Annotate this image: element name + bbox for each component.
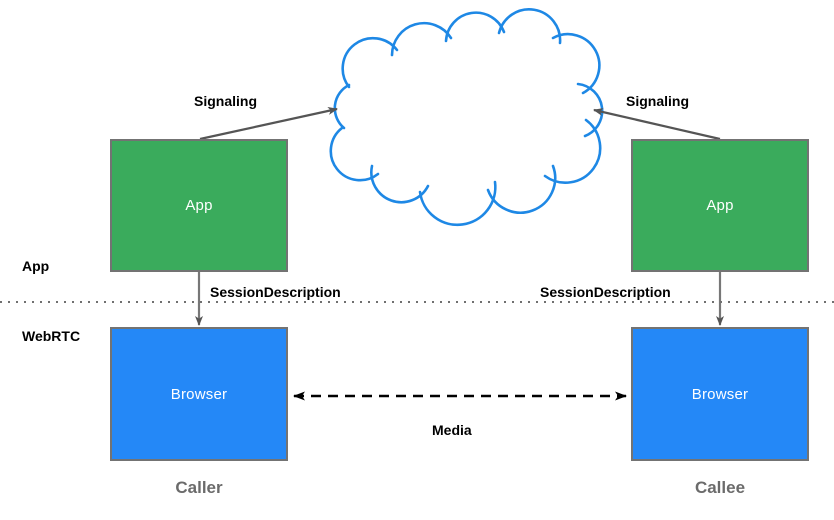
- signaling-cloud-icon: [329, 8, 604, 227]
- role-label-callee: Callee: [694, 478, 746, 497]
- node-caller-app-label: App: [185, 197, 213, 214]
- edge-label-media: Media: [432, 422, 472, 438]
- node-callee-browser[interactable]: Browser: [631, 327, 809, 461]
- edge-label-callee-sessiondescription: SessionDescription: [540, 284, 671, 300]
- layer-label-app: App: [22, 258, 50, 274]
- node-callee-app-label: App: [706, 197, 734, 214]
- caller-signaling-arrow: [199, 107, 338, 141]
- edge-label-callee-signaling: Signaling: [626, 93, 689, 109]
- role-label-caller: Caller: [175, 478, 223, 497]
- layer-label-webrtc: WebRTC: [22, 328, 81, 344]
- edge-label-caller-signaling: Signaling: [194, 93, 257, 109]
- node-callee-app[interactable]: App: [631, 139, 809, 272]
- node-caller-browser-label: Browser: [170, 385, 228, 403]
- node-caller-app[interactable]: App: [110, 139, 288, 272]
- callee-signaling-arrow: [593, 108, 721, 141]
- node-callee-browser-label: Browser: [691, 385, 749, 403]
- node-caller-browser[interactable]: Browser: [110, 327, 288, 461]
- edge-label-caller-sessiondescription: SessionDescription: [210, 284, 341, 300]
